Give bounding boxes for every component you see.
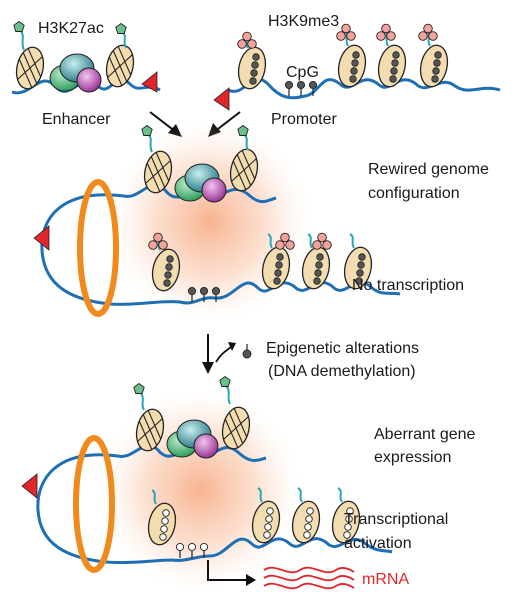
enhancer-protein-complex: [49, 53, 102, 93]
rewired-loop-module: Rewired genome configuration No transcri…: [33, 122, 489, 322]
aberrant-label-line2: expression: [374, 449, 451, 466]
enhancer-label: Enhancer: [42, 111, 111, 128]
promoter-label: Promoter: [271, 111, 337, 128]
boundary-triangle: [141, 71, 158, 93]
acetyl-mark: [219, 376, 231, 387]
h3k27ac-label: H3K27ac: [38, 20, 104, 37]
boundary-triangle: [213, 87, 230, 111]
ctcf-ring: [73, 435, 115, 573]
acetyl-mark: [13, 21, 25, 32]
enhancer-nucleosome-2: [102, 42, 138, 90]
promoter-dna-strand: [227, 77, 501, 100]
h3k9me3-mark: [312, 232, 332, 250]
enhancer-histone-tail-1: [19, 29, 25, 51]
transcriptional-label-line1: Transcriptional: [344, 511, 448, 528]
ctcf-ring: [77, 179, 119, 317]
acetyl-mark: [115, 23, 127, 34]
enhancer-module: H3K27ac Enhancer: [11, 20, 161, 128]
acetyl-mark: [141, 125, 153, 136]
enhancer-nucleosome-1: [12, 44, 48, 92]
aberrant-loop-module: mRNA Aberrant gene expression Transcript…: [21, 376, 476, 590]
epigenetic-transition: Epigenetic alterations (DNA demethylatio…: [202, 334, 419, 380]
released-methyl-group: [242, 349, 252, 359]
epigenetic-label-line2: (DNA demethylation): [268, 363, 416, 380]
boundary-triangle: [33, 225, 50, 251]
h3k9me3-label: H3K9me3: [268, 13, 339, 30]
transcription-start-arrow: [207, 560, 248, 581]
boundary-triangle: [21, 473, 38, 499]
interaction-halo: [110, 122, 310, 322]
promoter-module: H3K9me3 CpG Promoter: [213, 13, 501, 128]
methylated-cpg: [284, 80, 294, 97]
epigenetic-label-line1: Epigenetic alterations: [266, 340, 419, 357]
interaction-halo: [100, 390, 300, 590]
promoter-nucleosome-1: [234, 44, 270, 92]
mrna-transcript: [263, 566, 355, 590]
promoter-nucleosome-3: [374, 42, 410, 90]
acetyl-mark: [133, 383, 145, 394]
no-transcription-label: No transcription: [352, 277, 464, 294]
cpg-label: CpG: [286, 64, 319, 81]
aberrant-label-line1: Aberrant gene: [374, 426, 476, 443]
rewired-label-line2: configuration: [368, 185, 460, 202]
rewired-label-line1: Rewired genome: [368, 161, 489, 178]
mrna-label: mRNA: [362, 571, 409, 588]
transcriptional-label-line2: activation: [344, 535, 412, 552]
methylated-cpg: [296, 80, 306, 97]
